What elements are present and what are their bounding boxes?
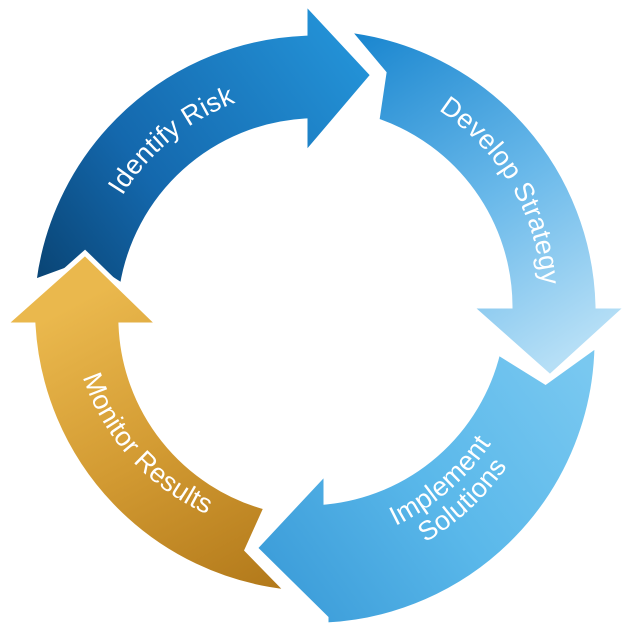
step-implement-solutions: Implement Solutions: [251, 340, 600, 628]
step-develop-strategy: Develop Strategy: [342, 26, 630, 381]
step-identify-risk: Identify Risk: [30, 0, 377, 291]
develop-strategy-arrow: [342, 26, 630, 381]
monitor-results-arrow: [0, 249, 295, 596]
identify-risk-arrow: [30, 0, 377, 291]
step-monitor-results: Monitor Results: [0, 249, 295, 596]
implement-solutions-arrow: [251, 340, 600, 628]
